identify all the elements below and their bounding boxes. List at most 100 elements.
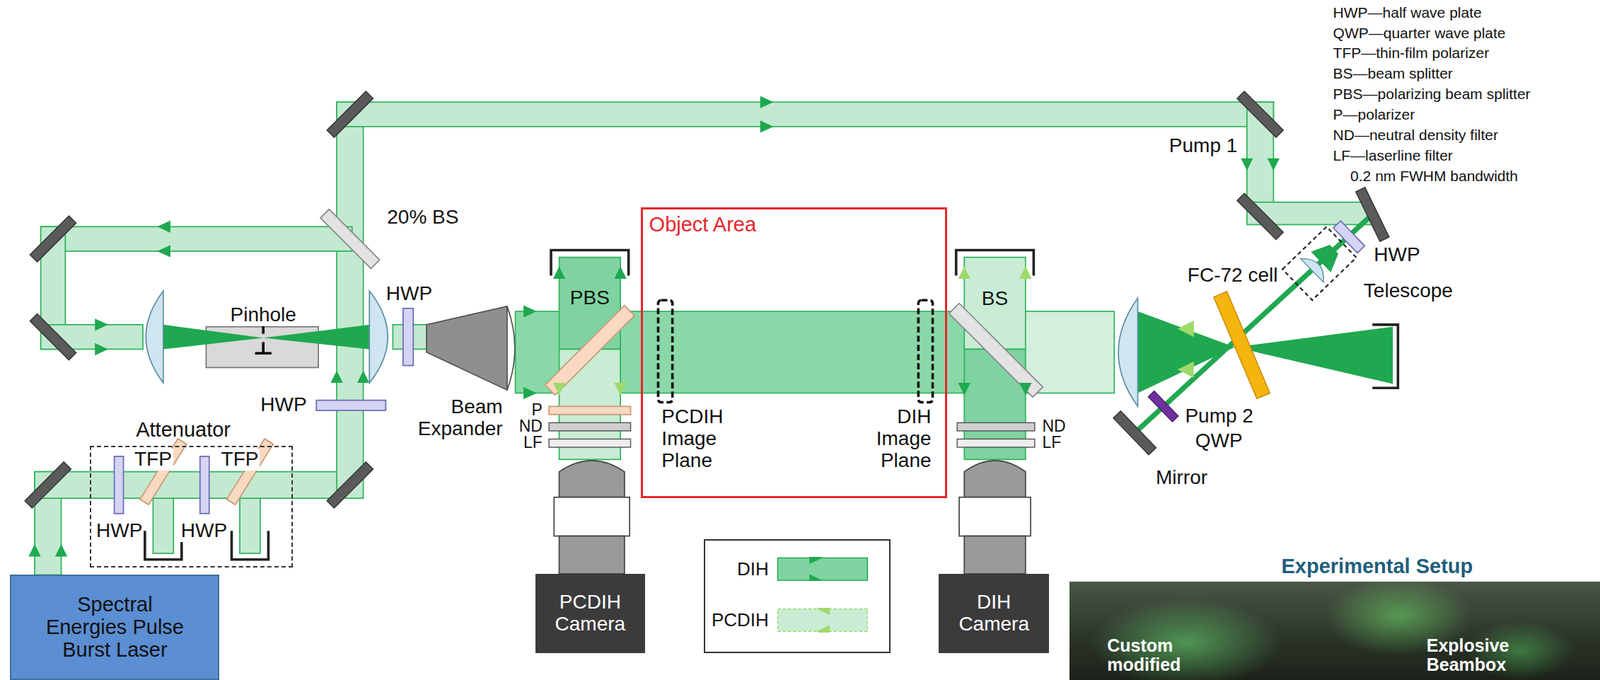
camera-box: PCDIH Camera <box>535 573 645 654</box>
beam-arrow-dark <box>94 318 109 331</box>
component-label: 20% BS <box>385 206 460 229</box>
beam-arrow-dark <box>523 304 537 317</box>
component-label: LF <box>522 433 544 452</box>
key-entry: HWP—half wave plate <box>1331 4 1484 21</box>
image-plane <box>918 299 933 402</box>
beam-arrow-dark <box>55 543 68 556</box>
component-label: FC-72 cell <box>1186 264 1280 287</box>
image-plane <box>657 299 672 402</box>
component-label: PCDIH Image Plane <box>659 406 734 472</box>
telescope <box>1310 239 1344 273</box>
filter <box>548 422 631 431</box>
pump-beam <box>1134 214 1373 433</box>
component-label: HWP <box>179 519 229 542</box>
photo-panel: Experimental SetupCustom modifiedExplosi… <box>1069 581 1600 680</box>
legend-sample-arrow <box>816 624 831 632</box>
fc72-cell <box>1213 291 1270 399</box>
beam-arrow-dark <box>1019 382 1032 395</box>
beam-arrow-light <box>958 266 971 279</box>
beam-dump <box>145 250 1399 560</box>
beam-arrow-dark <box>760 96 774 109</box>
component-label: HWP <box>94 519 144 542</box>
filter <box>957 422 1035 431</box>
beam-arrow-light <box>613 382 626 395</box>
beam-dump <box>231 530 269 559</box>
filter <box>548 438 631 448</box>
laser-box: Spectral Energies Pulse Burst Laser <box>9 574 220 680</box>
quarter-waveplate <box>1148 391 1178 422</box>
legend-sample-arrow <box>809 556 824 564</box>
legend-sample-arrow <box>816 607 831 615</box>
waveplate <box>316 400 386 411</box>
camera-box: DIH Camera <box>938 573 1049 654</box>
photo-caption: Explosive Beambox <box>1426 635 1540 675</box>
mirror <box>1237 193 1284 240</box>
laser-name: Spectral Energies Pulse Burst Laser <box>39 593 190 662</box>
beam-arrow-dark <box>1240 158 1253 171</box>
mirror <box>1355 187 1390 242</box>
key-entry: ND—neutral density filter <box>1331 126 1500 143</box>
beam-arrow-light <box>553 382 566 395</box>
camera-optics <box>559 536 625 574</box>
focused-beam <box>163 324 264 350</box>
filter <box>957 438 1035 448</box>
mirror <box>1113 410 1156 455</box>
quarter-waveplate <box>1148 391 1178 422</box>
object-beam <box>515 257 1115 460</box>
beam-arrow-dark <box>613 266 626 279</box>
waveplate <box>200 456 210 514</box>
legend-sample-band <box>778 557 868 581</box>
mirror <box>326 91 373 138</box>
laser-beam <box>336 101 364 498</box>
laser-beam <box>336 101 1274 127</box>
component-label: PBS <box>568 287 612 310</box>
key-entry: P—polarizer <box>1331 106 1417 123</box>
fc72-cell <box>1213 291 1270 399</box>
lens <box>1118 297 1138 407</box>
beam-arrow-dark <box>760 120 774 133</box>
legend-box: DIH PCDIH <box>703 538 891 654</box>
legend-sample <box>776 607 869 633</box>
beam-arrow-dark <box>157 220 171 233</box>
beam-arrow-light <box>1177 361 1194 378</box>
beam-arrow-dark <box>157 244 171 257</box>
component-label: Telescope <box>1362 280 1455 303</box>
telescope <box>1282 226 1356 300</box>
camera-optics <box>553 497 630 537</box>
key-entry: QWP—quarter wave plate <box>1331 24 1508 42</box>
legend-label: PCDIH <box>711 609 769 631</box>
camera-name: PCDIH Camera <box>550 591 630 636</box>
camera-optics <box>964 460 1026 498</box>
component-label: P <box>530 401 544 419</box>
focused-beam <box>163 311 1393 393</box>
beam-arrow-dark <box>28 543 41 556</box>
focused-beam <box>263 324 370 350</box>
pinhole-aperture <box>255 324 272 353</box>
component-label: LF <box>1040 433 1063 452</box>
laser-beam <box>41 226 353 252</box>
area-heading: Object Area <box>649 213 757 237</box>
photo-heading: Experimental Setup <box>1280 555 1473 578</box>
camera-optics <box>559 460 625 498</box>
beam-arrow-light <box>553 266 1194 396</box>
camera-name: DIH Camera <box>954 591 1034 636</box>
beam-dump <box>145 530 182 559</box>
beam-arrow-dark <box>523 386 537 399</box>
component-label: TFP <box>132 448 174 471</box>
beam-dump <box>956 250 1035 276</box>
group-heading: Attenuator <box>135 418 231 442</box>
beam-dump <box>551 250 629 276</box>
component-label: QWP <box>1193 430 1245 452</box>
key-entry: 0.2 nm FWHM bandwidth <box>1348 167 1520 184</box>
beam-splitter <box>320 209 1043 397</box>
beam-expander <box>426 306 515 390</box>
mirror <box>1237 91 1284 138</box>
mirror <box>24 461 71 508</box>
lens <box>145 290 164 383</box>
waveplate <box>403 308 414 366</box>
polarizer-plate <box>545 305 635 396</box>
component-label: ND <box>1040 417 1067 436</box>
component-label: Pump 2 <box>1183 405 1255 428</box>
legend-label: DIH <box>737 558 769 580</box>
